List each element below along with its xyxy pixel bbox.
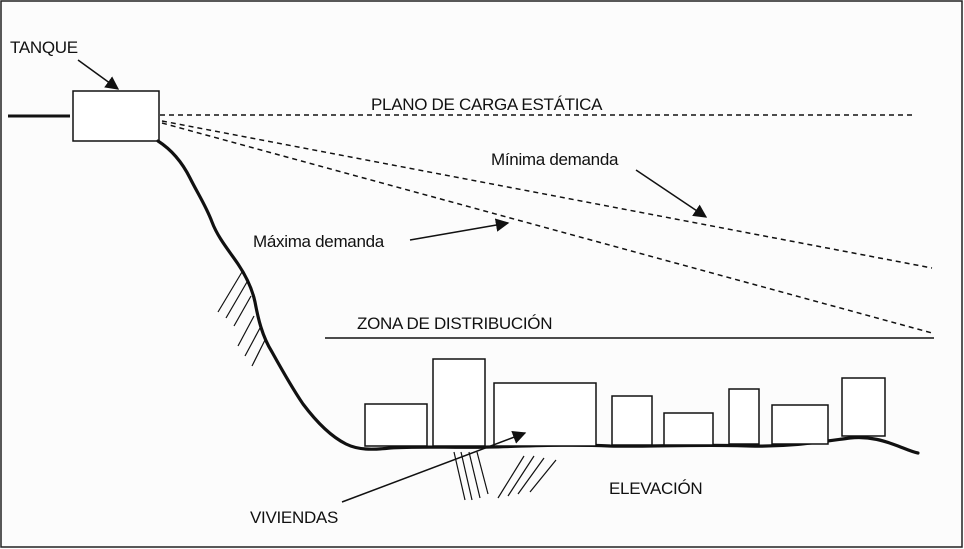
max-demand-line — [161, 122, 933, 334]
house — [728, 388, 760, 445]
elevation-label: ELEVACIÓN — [609, 479, 703, 498]
house — [611, 395, 653, 446]
distribution-zone-label: ZONA DE DISTRIBUCIÓN — [357, 314, 553, 333]
slope-hatching — [217, 271, 266, 367]
house — [663, 412, 714, 446]
viviendas-arrow — [341, 430, 527, 503]
house — [771, 404, 829, 445]
ground-hatching — [453, 451, 557, 501]
tanque-arrow — [77, 59, 120, 90]
static-head-label: PLANO DE CARGA ESTÁTICA — [371, 95, 603, 114]
min-demand-label: Mínima demanda — [491, 150, 619, 169]
house — [432, 358, 486, 447]
tank-box — [72, 90, 160, 142]
house — [364, 403, 428, 447]
max-demand-label: Máxima demanda — [253, 232, 384, 251]
houses — [364, 358, 886, 447]
house — [493, 382, 597, 447]
houses-label: VIVIENDAS — [250, 508, 338, 527]
minima-arrow — [635, 169, 708, 218]
house — [841, 377, 886, 437]
min-demand-line — [161, 120, 933, 269]
maxima-arrow — [409, 218, 510, 241]
tank-label: TANQUE — [10, 38, 78, 57]
